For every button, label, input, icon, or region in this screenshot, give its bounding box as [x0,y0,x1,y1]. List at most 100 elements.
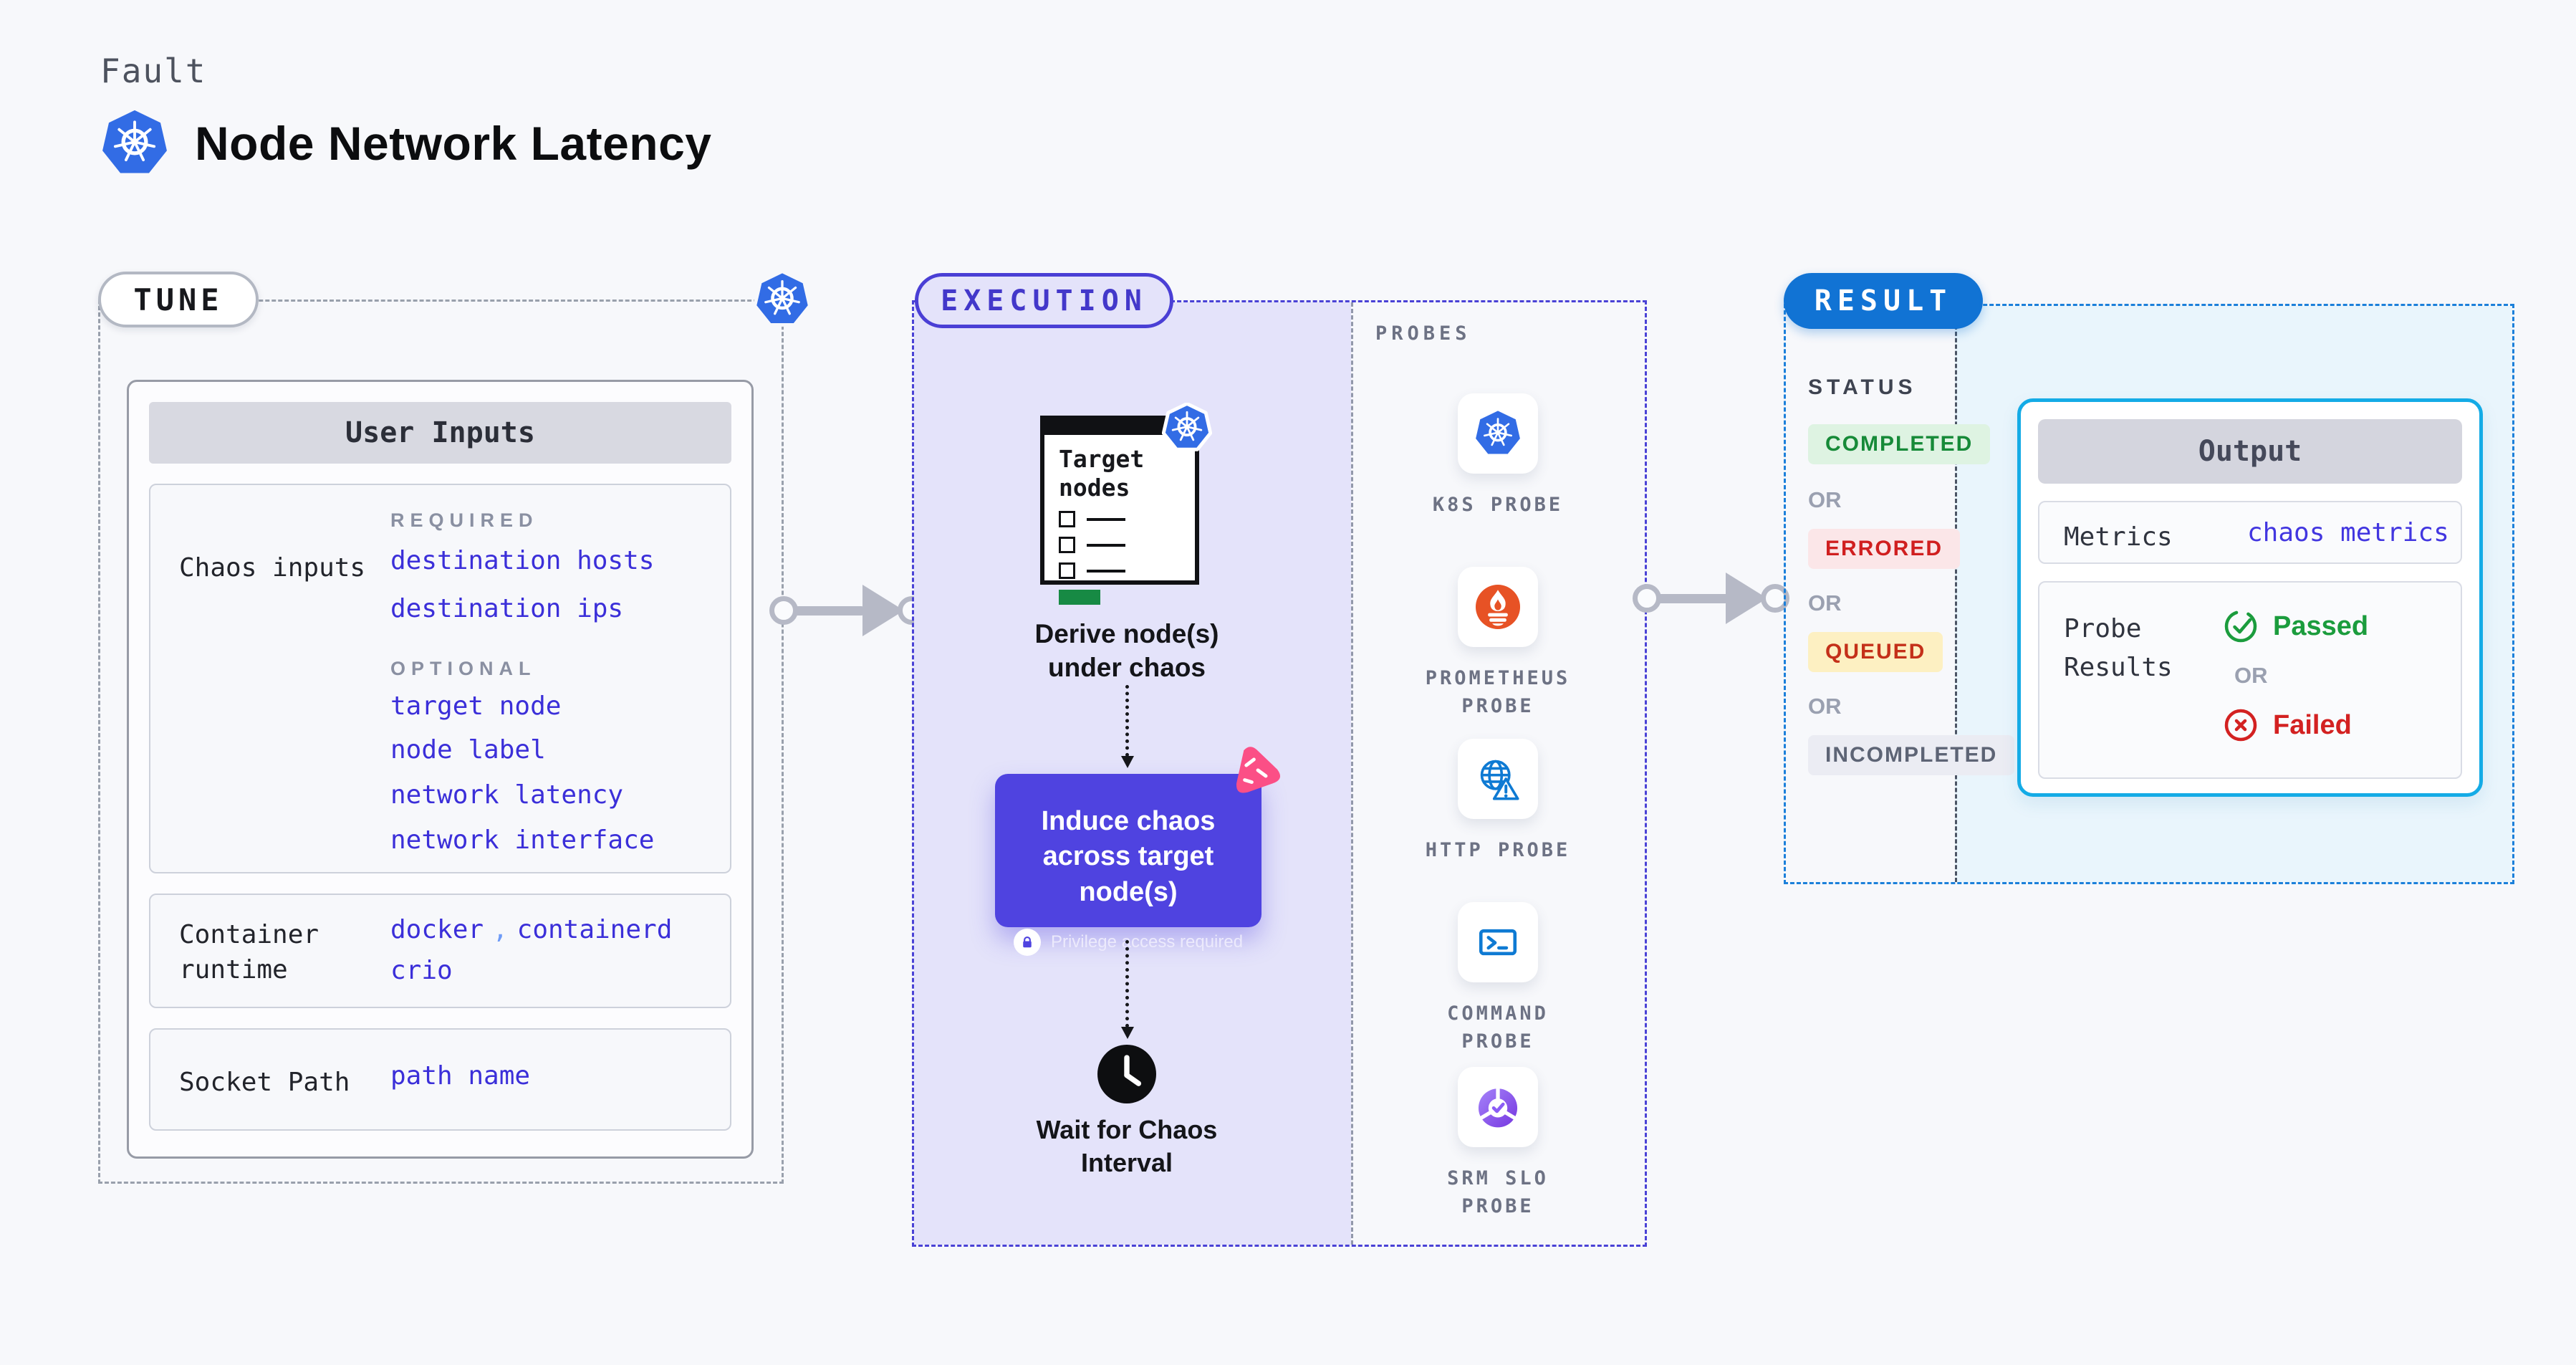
target-card-title: Target nodes [1059,445,1145,502]
tune-section [98,300,784,1184]
result-pill-label: RESULT [1814,284,1953,317]
user-inputs-card: User Inputs Chaos inputs REQUIRED destin… [127,380,754,1159]
flow-arrow-down [1121,685,1134,768]
container-runtime-box: Container runtime docker , containerd cr… [149,894,731,1008]
link-network-interface[interactable]: network interface [390,825,655,855]
runtime-separator: , [492,915,509,944]
connector-dot [1633,584,1661,613]
node-line [1087,569,1125,573]
link-destination-ips[interactable]: destination ips [390,594,624,623]
passed-row: Passed [2223,608,2368,644]
flow-arrow-down [1121,940,1134,1039]
probe-label-k8s: K8S PROBE [1432,494,1564,516]
probes-divider [1351,302,1353,1245]
user-inputs-header-label: User Inputs [345,416,535,449]
connector-dot [1761,584,1789,613]
socket-path-box: Socket Path path name [149,1028,731,1131]
check-circle-icon [2223,608,2259,644]
probe-card-k8s [1458,393,1538,474]
probe-label-srm-slo: SRM SLO PROBE [1447,1167,1549,1218]
output-header-label: Output [2198,435,2302,468]
container-runtime-label: Container runtime [179,920,319,985]
prometheus-icon [1474,583,1522,631]
output-header: Output [2038,419,2462,484]
node-checkbox-row [1059,562,1195,580]
target-card-titlebar [1044,419,1196,435]
checkbox-icon[interactable] [1059,537,1075,554]
probe-card-srm-slo [1458,1067,1538,1147]
probe-card-http [1458,739,1538,819]
fault-kicker: Fault [100,52,207,90]
link-target-node[interactable]: target node [390,691,562,721]
socket-path-label: Socket Path [179,1068,350,1097]
probe-card-prometheus [1458,567,1538,647]
probe-results-row: Probe Results Passed OR Failed [2038,581,2462,779]
kubernetes-icon [100,109,169,178]
or-label: OR [1808,487,1842,512]
terminal-icon [1474,919,1522,966]
probe-results-label: Probe Results [2064,614,2173,682]
required-label: REQUIRED [390,509,539,531]
metrics-label: Metrics [2064,522,2173,552]
tune-pill-label: TUNE [133,282,224,317]
status-header: STATUS [1808,375,1917,399]
failed-row: Failed [2223,707,2368,743]
status-badge-errored: ERRORED [1808,529,1961,569]
slo-pie-check-icon [1474,1083,1522,1131]
metrics-value-link[interactable]: chaos metrics [2247,518,2449,547]
optional-label: OPTIONAL [390,658,537,679]
link-docker[interactable]: docker [390,915,484,944]
execution-pill: EXECUTION [915,273,1173,328]
kubernetes-icon [1474,410,1522,457]
or-label: OR [1808,694,1842,719]
globe-alert-icon [1474,755,1522,803]
node-line [1087,517,1125,521]
checkbox-icon[interactable] [1059,562,1075,580]
status-badge-completed: COMPLETED [1808,424,1991,464]
status-badge-queued: QUEUED [1808,632,1943,672]
kubernetes-icon [753,270,812,329]
induce-chaos-box: Induce chaos across target node(s) Privi… [995,774,1261,957]
status-badge-incompleted: INCOMPLETED [1808,735,2015,775]
select-button[interactable] [1059,590,1100,605]
link-crio[interactable]: crio [390,956,453,985]
tune-pill: TUNE [98,272,259,327]
link-destination-hosts[interactable]: destination hosts [390,546,655,575]
or-label: OR [1808,590,1842,616]
output-card: Output Metrics chaos metrics Probe Resul… [2017,398,2483,797]
litmus-chaos-icon [1222,742,1285,805]
probe-label-prometheus: PROMETHEUS PROBE [1425,667,1571,718]
clock-icon [1097,1045,1156,1103]
page-title: Node Network Latency [195,117,712,170]
node-line [1087,543,1125,547]
or-label: OR [2234,663,2268,688]
probe-card-command [1458,902,1538,982]
metrics-row: Metrics chaos metrics [2038,501,2462,564]
privilege-row: Privilege access required [995,929,1261,957]
node-checkbox-row [1059,511,1195,528]
probe-label-command: COMMAND PROBE [1447,1002,1549,1053]
user-inputs-header: User Inputs [149,402,731,464]
passed-label: Passed [2273,610,2369,641]
execution-pill-label: EXECUTION [941,284,1148,317]
failed-label: Failed [2273,709,2352,740]
link-containerd[interactable]: containerd [516,915,673,944]
probes-header: PROBES [1375,322,1471,345]
derive-caption: Derive node(s) under chaos [1034,619,1219,682]
link-path-name[interactable]: path name [390,1061,531,1091]
privilege-note: Privilege access required [1050,932,1244,952]
node-checkbox-row [1059,537,1195,554]
link-network-latency[interactable]: network latency [390,780,624,810]
connector-dot [769,596,798,625]
lock-icon [1013,929,1041,957]
result-pill: RESULT [1784,273,1983,329]
chaos-inputs-box: Chaos inputs REQUIRED destination hosts … [149,484,731,873]
probe-label-http: HTTP PROBE [1425,839,1571,861]
chaos-inputs-label: Chaos inputs [179,553,366,583]
kubernetes-icon [1162,403,1212,453]
x-circle-icon [2223,707,2259,743]
wait-caption: Wait for Chaos Interval [1036,1115,1218,1177]
checkbox-icon[interactable] [1059,511,1075,528]
link-node-label[interactable]: node label [390,735,546,765]
